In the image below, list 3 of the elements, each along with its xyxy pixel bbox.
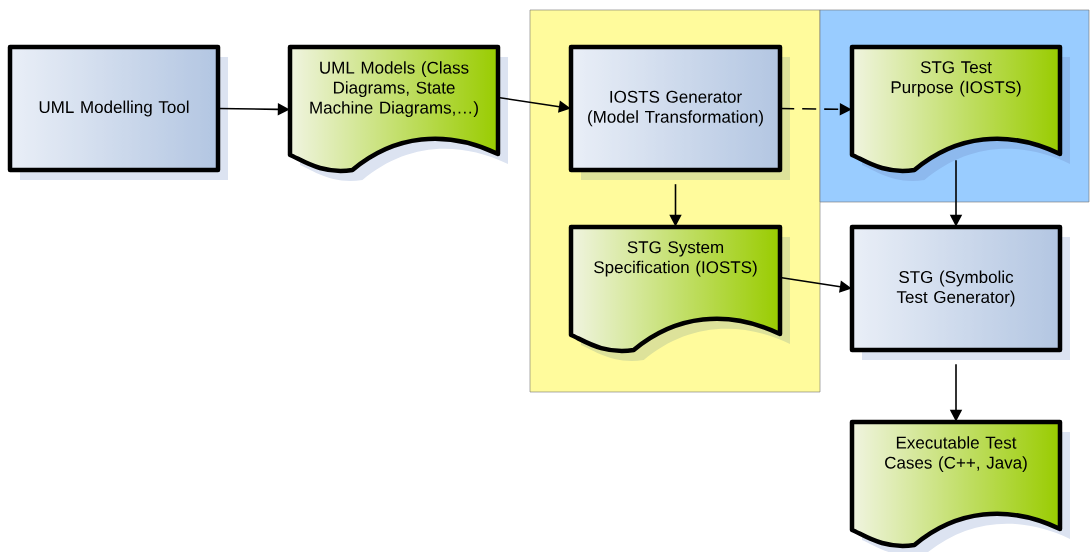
- process-box: IOSTS Generator (Model Transformation): [568, 44, 790, 180]
- process-box: STG (Symbolic Test Generator): [849, 224, 1070, 360]
- process-box: UML Modelling Tool: [7, 44, 228, 180]
